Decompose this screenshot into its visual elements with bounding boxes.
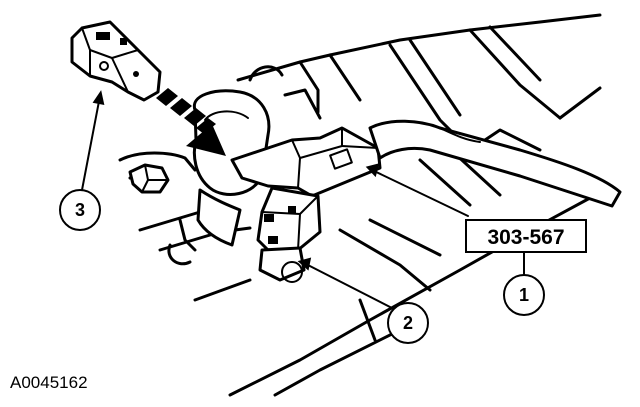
leader-lines [81, 90, 525, 309]
rocker-arm-icon [70, 20, 162, 102]
leader-line-3 [81, 95, 101, 191]
callout-3-label: 3 [75, 200, 85, 220]
tool-number-box: 303-567 [465, 219, 587, 253]
callout-1: 1 [503, 274, 545, 316]
callout-2-label: 2 [403, 313, 413, 333]
leader-line-2 [301, 261, 393, 309]
callout-1-label: 1 [519, 285, 529, 305]
tool-number-label: 303-567 [487, 226, 564, 249]
callout-3: 3 [59, 189, 101, 231]
installation-arrow-icon [156, 88, 226, 156]
figure-id: A0045162 [10, 373, 88, 392]
callout-2: 2 [387, 302, 429, 344]
leader-line-tool [371, 169, 469, 217]
valve-spring-compressor-icon [230, 119, 622, 283]
